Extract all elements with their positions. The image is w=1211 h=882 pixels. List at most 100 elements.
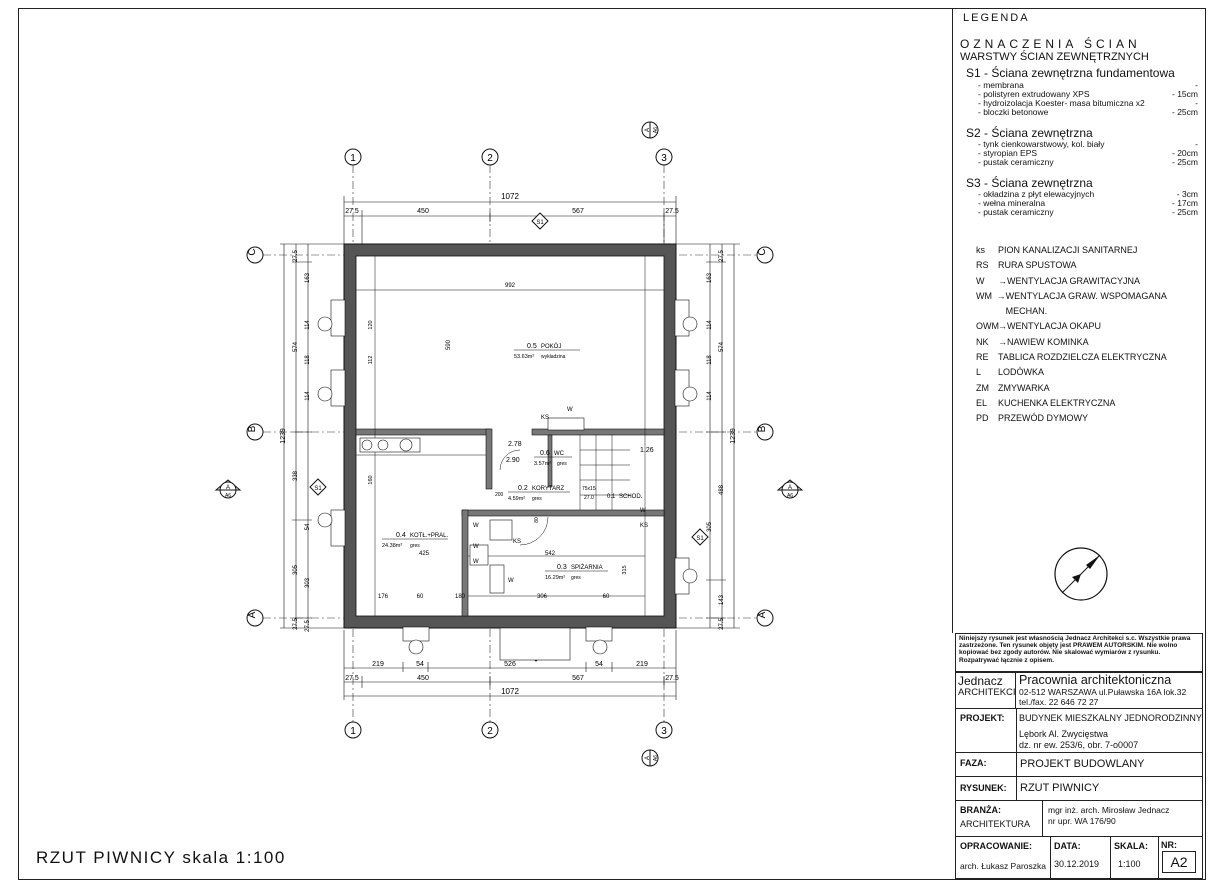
sheet-number-label: NR:	[1161, 840, 1177, 850]
symbol-row: EL KUCHENKA ELEKTRYCZNA	[976, 396, 1198, 411]
prepared-by: arch. Łukasz Paroszka	[960, 861, 1046, 871]
prepared-row: OPRACOWANIE: arch. Łukasz Paroszka DATA:…	[956, 836, 1202, 879]
dim-right: 27.5	[719, 618, 725, 630]
author-licence: nr upr. WA 176/90	[1048, 816, 1116, 826]
firm-name: Jednacz	[958, 674, 1003, 688]
dim-inner: 75x15	[582, 486, 596, 492]
dim-inner: 60	[603, 594, 610, 600]
room-label-schody: 0.1 SCHOD.	[607, 494, 643, 500]
room-name: SPIŻARNIA	[571, 564, 603, 571]
date-value: 30.12.2019	[1054, 859, 1100, 869]
dim-left-sub: 27.5	[305, 620, 311, 632]
drawing-row: RYSUNEK: RZUT PIWNICY	[956, 776, 1202, 801]
room-number: 0.5	[527, 343, 537, 350]
project-name: BUDYNEK MIESZKALNY JEDNORODZINNY	[1019, 713, 1202, 723]
ventilation-label: W	[473, 523, 479, 529]
wall-layer: - tynk cienkowarstwowy, kol. biały -	[978, 138, 1198, 149]
dim-bottom-sub: 219	[636, 661, 648, 668]
project-label: PROJEKT:	[960, 713, 1005, 723]
dim-bottom-total: 1072	[501, 687, 519, 696]
date-label: DATA:	[1054, 841, 1081, 851]
svg-text:S1: S1	[314, 486, 322, 492]
axis-bubble-2-bottom: 2	[481, 721, 499, 739]
dim-top: 567	[572, 208, 584, 215]
symbol-row: NK→NAWIEW KOMINKA	[976, 335, 1198, 350]
symbol-code: RS	[976, 260, 989, 271]
svg-text:A6: A6	[653, 755, 659, 761]
svg-text:A: A	[788, 485, 792, 491]
symbol-code: OWM	[976, 321, 999, 332]
section-marker-right: AA6	[776, 479, 804, 499]
symbol-desc: NAWIEW KOMINKA	[1007, 336, 1089, 347]
arrow-icon: →	[998, 275, 1007, 286]
room-area: 4.59m²	[508, 496, 525, 502]
dim-right-sub: 114	[707, 320, 713, 330]
room-label-pokoj: 0.5 POKÓJ 53.63m² wykładzina	[514, 343, 580, 360]
dimension-lines-bottom	[343, 630, 677, 700]
axis-bubble-3-bottom: 3	[655, 721, 673, 739]
layer-name: - pustak ceramiczny	[978, 206, 1054, 217]
project-parcel: dz. nr ew. 253/6, obr. 7-o0007	[1019, 740, 1139, 750]
branch-label: BRANŻA:	[960, 805, 1001, 815]
axis-bubble-3-top: 3	[655, 148, 673, 166]
drawing-label: RYSUNEK:	[960, 783, 1007, 793]
symbol-desc: WENTYLACJA GRAW. WSPOMAGANA MECHAN.	[1005, 290, 1167, 317]
svg-text:S1: S1	[696, 536, 704, 542]
axis-label: B	[757, 425, 768, 432]
room-floor: gres	[557, 461, 567, 467]
symbol-code: EL	[976, 397, 988, 408]
layer-value: -	[1195, 79, 1198, 90]
symbol-desc: RURA SPUSTOWA	[998, 260, 1077, 271]
author-info: mgr inż. arch. Mirosław Jednacz nr upr. …	[1048, 805, 1169, 827]
dim-bottom-sub: 54	[416, 661, 424, 668]
symbol-desc: PION KANALIZACJI SANITARNEJ	[998, 244, 1138, 255]
dim-inner: 160	[368, 475, 374, 484]
wall-type-name: S2 - Ściana zewnętrzna	[966, 125, 1093, 140]
room-name: POKÓJ	[541, 343, 561, 350]
dim-bottom-sub: 219	[372, 661, 384, 668]
layer-value: -	[1195, 138, 1198, 149]
firm-address: 02-512 WARSZAWA ul.Puławska 16A lok.32	[1019, 687, 1187, 697]
walls-subtitle: WARSTWY ŚCIAN ZEWNĘTRZNYCH	[960, 51, 1149, 64]
legend-title: LEGENDA	[963, 12, 1030, 24]
dim-left: 574	[293, 341, 299, 352]
dim-bottom: 567	[572, 675, 584, 682]
svg-text:A6: A6	[225, 493, 231, 499]
layer-value: - 25cm	[1172, 206, 1198, 217]
room-name: KORYTARZ	[532, 486, 564, 492]
dim-left-sub: 54	[305, 523, 311, 530]
layer-name: - tynk cienkowarstwowy, kol. biały	[978, 138, 1105, 149]
dim-left-sub: 114	[305, 320, 311, 330]
svg-text:A: A	[645, 128, 651, 132]
layer-value: - 20cm	[1172, 147, 1198, 158]
axis-bubble-a-left: A	[246, 609, 264, 627]
room-label-kotlownia: 0.4 KOTŁ.+PRAL. 24.38m² gres	[382, 532, 449, 549]
axis-label: B	[247, 425, 258, 432]
dim-right-sub: 114	[707, 391, 713, 401]
wall-layer: - pustak ceramiczny- 25cm	[978, 157, 1198, 167]
firm-info: Pracownia architektoniczna 02-512 WARSZA…	[1019, 674, 1201, 708]
copyright-note: Niniejszy rysunek jest własnością Jednac…	[956, 634, 1202, 672]
symbol-desc: KUCHENKA ELEKTRYCZNA	[998, 397, 1116, 408]
windows	[317, 299, 698, 661]
dim-left-total: 1239	[280, 428, 287, 444]
axis-label: 2	[487, 153, 493, 164]
dim-left-sub: 114	[305, 391, 311, 401]
symbol-desc: PRZEWÓD DYMOWY	[998, 413, 1088, 424]
wall-tag-left: S1	[309, 478, 327, 496]
room-area: 3.57m²	[534, 461, 551, 467]
dim-left: 27.5	[293, 618, 299, 630]
drawing-caption: RZUT PIWNICY skala 1:100	[36, 848, 286, 867]
inner-walls	[355, 428, 665, 617]
room-number: 0.4	[396, 532, 406, 539]
branch-row: BRANŻA: ARCHITEKTURA mgr inż. arch. Miro…	[956, 800, 1202, 837]
symbol-code: L	[976, 367, 982, 378]
axis-label: 1	[350, 153, 356, 164]
firm-logo: Jednacz ARCHITEKCI	[956, 673, 1016, 709]
wall-type-s3: S3 - Ściana zewnętrzna - okładzina z pły…	[958, 176, 1198, 217]
room-area: 16.29m²	[545, 575, 565, 581]
